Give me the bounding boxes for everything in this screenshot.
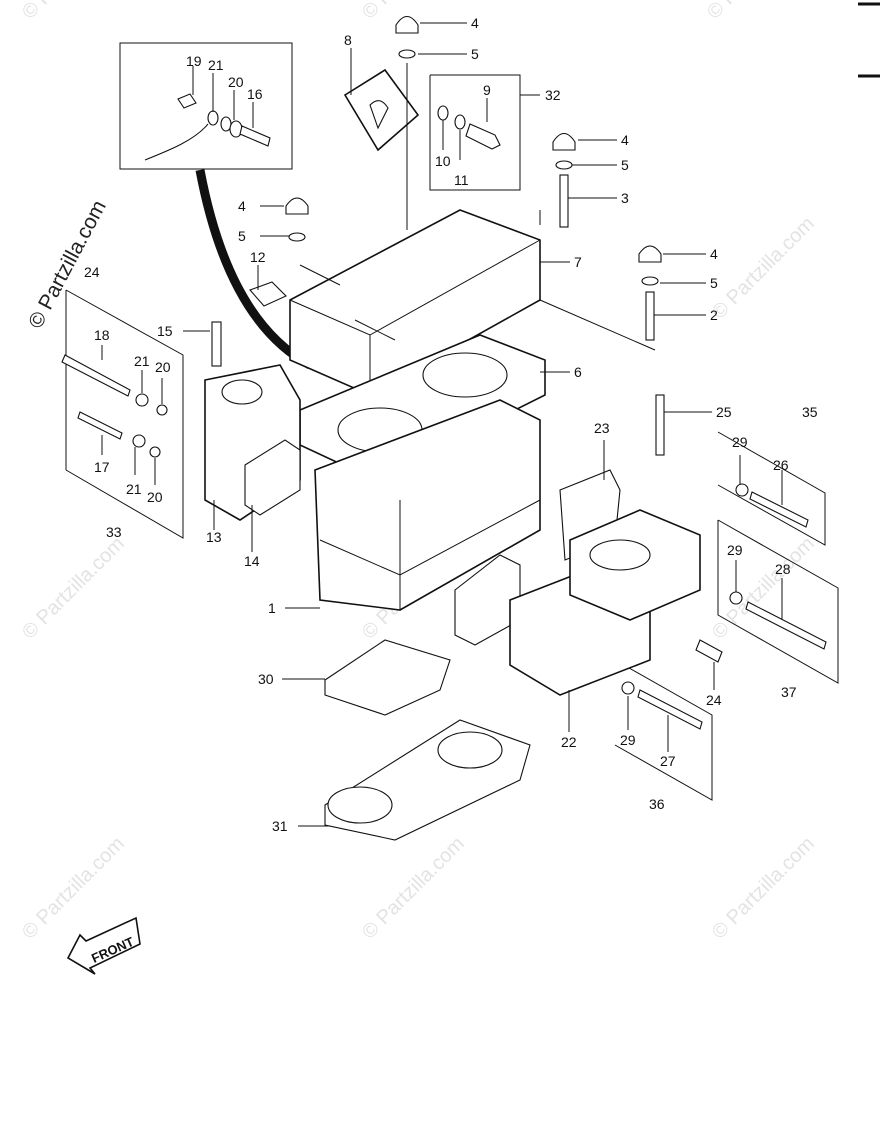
callout-25: 25 (716, 404, 732, 420)
hose-line (195, 169, 313, 369)
bracket-8 (343, 68, 420, 152)
stud-25 (655, 394, 665, 456)
callout-32: 32 (545, 87, 561, 103)
callout-21: 21 (126, 481, 142, 497)
gasket-14 (244, 439, 301, 516)
group-box-37 (717, 519, 839, 684)
callout-6: 6 (574, 364, 582, 380)
callout-35: 35 (802, 404, 818, 420)
callout-4: 4 (238, 198, 246, 214)
callout-5: 5 (710, 275, 718, 291)
acorn-nut-4 (285, 197, 309, 242)
callout-27: 27 (660, 753, 676, 769)
callout-5: 5 (238, 228, 246, 244)
callout-3: 3 (621, 190, 629, 206)
group-box-36 (614, 659, 713, 801)
callout-19: 19 (186, 53, 202, 69)
callout-4: 4 (710, 246, 718, 262)
group-box-35 (717, 431, 826, 546)
callout-18: 18 (94, 327, 110, 343)
callout-33: 33 (106, 524, 122, 540)
fitting-24 (695, 639, 723, 663)
callout-28: 28 (775, 561, 791, 577)
acorn-nut-4 (395, 15, 419, 59)
callout-24: 24 (84, 264, 100, 280)
base-gasket-30 (324, 639, 451, 716)
callout-13: 13 (206, 529, 222, 545)
callout-21: 21 (208, 57, 224, 73)
callout-12: 12 (250, 249, 266, 265)
callout-8: 8 (344, 32, 352, 48)
callout-20: 20 (147, 489, 163, 505)
bolt-27 (637, 689, 703, 730)
callout-36: 36 (649, 796, 665, 812)
watermark: © Partzilla.com (708, 533, 819, 644)
inset-detail-box (119, 42, 293, 170)
callout-9: 9 (483, 82, 491, 98)
callout-5: 5 (471, 46, 479, 62)
callout-15: 15 (157, 323, 173, 339)
callout-2: 2 (710, 307, 718, 323)
watermark: © Partzilla.com (358, 833, 469, 944)
callout-26: 26 (773, 457, 789, 473)
acorn-nut-4 (552, 132, 576, 228)
callout-16: 16 (247, 86, 263, 102)
bolt-9 (437, 105, 501, 150)
base-gasket-31 (324, 719, 531, 841)
watermark: © Partzilla.com (18, 0, 129, 24)
watermark: © Partzilla.com (708, 213, 819, 324)
callout-29: 29 (620, 732, 636, 748)
cylinder-block-1 (314, 399, 541, 611)
group-box-32 (429, 74, 521, 191)
water-pump-housing-22 (509, 509, 701, 696)
callout-5: 5 (621, 157, 629, 173)
bolt-17 (77, 411, 123, 440)
front-arrow-icon: FRONT (66, 916, 141, 975)
callout-20: 20 (228, 74, 244, 90)
callout-23: 23 (594, 420, 610, 436)
callout-20: 20 (155, 359, 171, 375)
watermark: © Partzilla.com (18, 533, 129, 644)
acorn-nut-4 (638, 245, 662, 341)
callout-29: 29 (732, 434, 748, 450)
callout-21: 21 (134, 353, 150, 369)
callout-24: 24 (706, 692, 722, 708)
callout-29: 29 (727, 542, 743, 558)
fitting-12 (249, 281, 287, 307)
stud-15 (211, 321, 222, 367)
watermark: © Partzilla.com (708, 833, 819, 944)
bolt-26 (749, 491, 809, 528)
callout-37: 37 (781, 684, 797, 700)
watermark: © Partzilla.com (703, 0, 814, 24)
callout-4: 4 (621, 132, 629, 148)
callout-4: 4 (471, 15, 479, 31)
callout-17: 17 (94, 459, 110, 475)
callout-labels: 4 5 8 9 32 10 11 4 5 3 4 5 4 5 2 7 6 12 … (84, 15, 818, 834)
group-box-33 (65, 289, 184, 539)
callout-10: 10 (435, 153, 451, 169)
bolt-18 (61, 354, 131, 397)
callout-7: 7 (574, 254, 582, 270)
callout-11: 11 (454, 172, 469, 188)
callout-31: 31 (272, 818, 288, 834)
callout-1: 1 (268, 600, 276, 616)
callout-14: 14 (244, 553, 260, 569)
callout-22: 22 (561, 734, 577, 750)
leader-lines (101, 22, 783, 827)
callout-30: 30 (258, 671, 274, 687)
watermark: © Partzilla.com (18, 833, 129, 944)
bolt-28 (745, 601, 827, 650)
